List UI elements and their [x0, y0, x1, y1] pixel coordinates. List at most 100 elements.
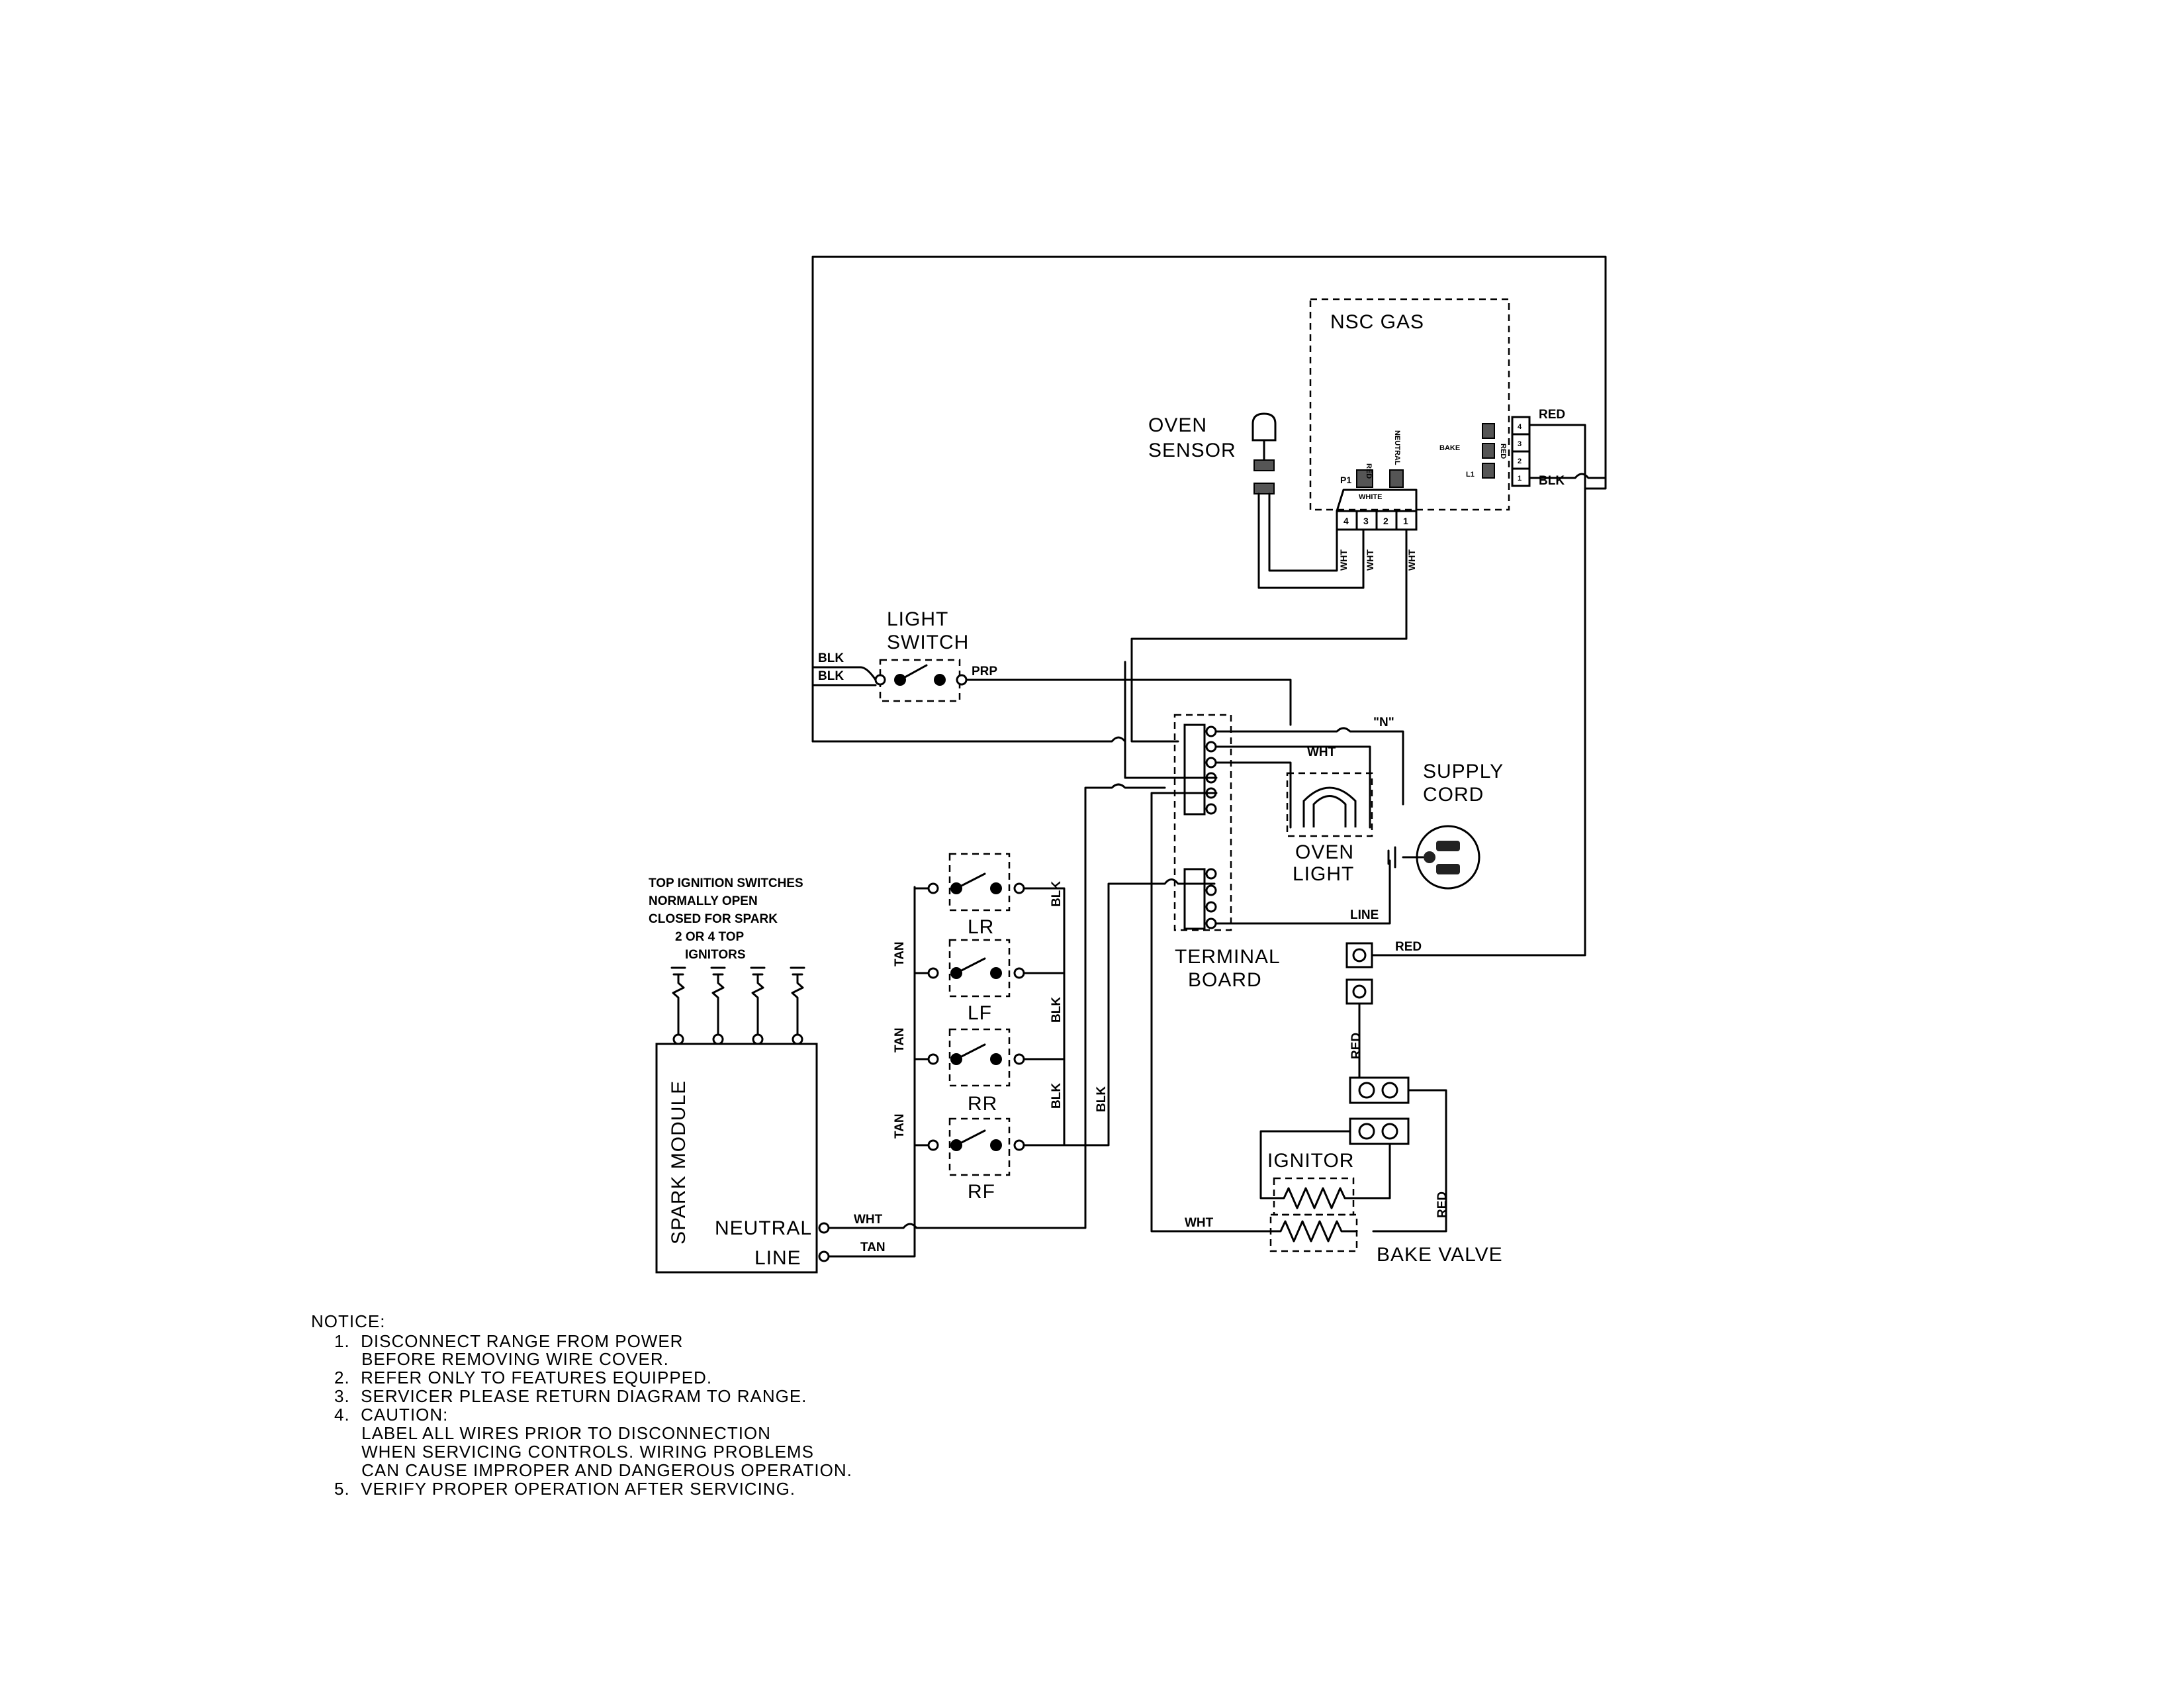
tan-label-1: TAN — [893, 941, 907, 966]
wht-pin3-label: WHT — [1365, 549, 1375, 571]
rpin-4: 4 — [1518, 423, 1522, 431]
right-connector: L1 BAKE RED 4 3 2 1 — [1439, 416, 1531, 487]
supply-cord: SUPPLY CORD — [1387, 761, 1504, 890]
line-wire-label: LINE — [1350, 908, 1379, 922]
oven-sensor-bulb — [1251, 412, 1277, 442]
p1-neutral-text: NEUTRAL — [1393, 430, 1401, 465]
blk-bus-3 — [1023, 1058, 1066, 1147]
notice-line-8: CAN CAUSE IMPROPER AND DANGEROUS OPERATI… — [334, 1460, 852, 1480]
sensor-wire-2 — [1257, 492, 1365, 589]
blk-label-2: BLK — [818, 669, 844, 683]
supply-cord-label-1: SUPPLY — [1423, 761, 1504, 782]
spark-module-label: SPARK MODULE — [668, 1080, 690, 1244]
pin-3: 3 — [1363, 516, 1369, 526]
red-label-bake: RED — [1435, 1192, 1449, 1218]
ignitor-label: IGNITOR — [1267, 1150, 1354, 1172]
ign-note-4: 2 OR 4 TOP — [675, 930, 745, 944]
notice-title: NOTICE: — [311, 1311, 385, 1331]
supply-cord-label-2: CORD — [1423, 784, 1484, 806]
switch-rr-label: RR — [968, 1093, 997, 1115]
top-ignitors — [670, 966, 805, 1045]
notice-line-3: 2. REFER ONLY TO FEATURES EQUIPPED. — [334, 1368, 712, 1387]
red-main-wire — [1371, 487, 1586, 957]
red-label-vertical: RED — [1349, 1033, 1363, 1059]
oven-sensor-label-2: SENSOR — [1148, 440, 1236, 461]
oven-light-label-2: LIGHT — [1293, 863, 1354, 885]
oven-sensor: OVEN SENSOR — [1148, 412, 1277, 494]
blk-label-1: BLK — [818, 651, 844, 665]
sensor-plug-a — [1253, 459, 1275, 471]
prp-label: PRP — [972, 665, 997, 679]
blk-switch-to-terminal — [1063, 878, 1216, 1147]
light-switch-label-1: LIGHT — [887, 608, 948, 630]
oven-light-wire-2 — [1215, 761, 1292, 829]
switch-lr: LR — [927, 853, 1025, 938]
ignitor-2 — [710, 966, 726, 1045]
ignitor-3 — [750, 966, 766, 1045]
terminal-board-label-1: TERMINAL — [1175, 946, 1281, 968]
n-wire — [1215, 727, 1404, 806]
notice: NOTICE: 1. DISCONNECT RANGE FROM POWER B… — [311, 1311, 852, 1499]
p1-label: P1 — [1340, 475, 1351, 485]
red-label-upper: RED — [1395, 940, 1422, 954]
blk-light-wire-1 — [811, 666, 877, 681]
notice-line-9: 5. VERIFY PROPER OPERATION AFTER SERVICI… — [334, 1479, 796, 1499]
sensor-plug-b — [1253, 483, 1275, 494]
notice-line-4: 3. SERVICER PLEASE RETURN DIAGRAM TO RAN… — [334, 1386, 807, 1406]
wht-spark-label: WHT — [854, 1213, 883, 1227]
ignitor: IGNITOR — [1267, 1150, 1355, 1216]
wht-spark-wire — [827, 783, 1166, 1229]
spark-neutral-label: NEUTRAL — [715, 1217, 812, 1239]
tan-bus-2 — [913, 972, 930, 1060]
light-switch-label-2: SWITCH — [887, 632, 969, 653]
blk-wire-label-right: BLK — [1539, 474, 1565, 488]
blk-right-wire — [1528, 473, 1607, 479]
wht-light-label: WHT — [1307, 745, 1336, 759]
terminal-to-blk-wire — [1124, 661, 1218, 779]
blk-sw-label-1: BLK — [1050, 881, 1064, 907]
ign-note-5: IGNITORS — [685, 948, 746, 962]
wht-bake-label: WHT — [1185, 1216, 1214, 1230]
nsc-gas-control: NSC GAS P1 RED NEUTRAL WHITE 4 3 2 1 L1 — [1309, 298, 1607, 531]
white-label: WHITE — [1359, 493, 1382, 501]
oven-light-bulb — [1302, 786, 1357, 827]
red-bake-wire — [1372, 1089, 1447, 1233]
ign-note-2: NORMALLY OPEN — [649, 894, 758, 908]
tan-label-2: TAN — [893, 1027, 907, 1053]
top-ignition-note: TOP IGNITION SWITCHES NORMALLY OPEN CLOS… — [649, 876, 803, 962]
notice-line-1: 1. DISCONNECT RANGE FROM POWER — [334, 1331, 683, 1351]
ignitor-left-wire — [1259, 1130, 1351, 1199]
tan-label-3: TAN — [893, 1113, 907, 1139]
terminal-board-label-2: BOARD — [1188, 969, 1262, 991]
oven-light-filament — [1312, 795, 1347, 827]
switch-lf: LF — [927, 939, 1025, 1024]
pin-2: 2 — [1383, 516, 1388, 526]
wht-pin1-label: WHT — [1406, 549, 1417, 571]
tan-bus-1 — [913, 887, 930, 974]
wht-bake-wire — [1150, 792, 1259, 1233]
nsc-gas-outline — [1309, 298, 1510, 511]
blk-sw-label-3: BLK — [1050, 1083, 1064, 1109]
tan-bus-3 — [913, 1058, 930, 1147]
p1-block-b — [1389, 469, 1404, 488]
bake-valve: BAKE VALVE — [1256, 1213, 1502, 1266]
line-wire — [1215, 859, 1391, 925]
oven-sensor-label-1: OVEN — [1148, 414, 1207, 436]
ignition-switches: LR LF RR RF — [927, 853, 1025, 1203]
notice-line-5: 4. CAUTION: — [334, 1405, 448, 1425]
ign-note-3: CLOSED FOR SPARK — [649, 912, 778, 926]
wht-light-wire — [1215, 745, 1371, 829]
rpin-1: 1 — [1518, 475, 1522, 483]
light-switch-outline — [879, 659, 961, 702]
switch-lf-label: LF — [968, 1002, 992, 1024]
notice-line-2: BEFORE REMOVING WIRE COVER. — [334, 1349, 669, 1369]
oven-light-label-1: OVEN — [1295, 841, 1354, 863]
oven-light: OVEN LIGHT — [1286, 772, 1373, 885]
terminal-board: TERMINAL BOARD — [1173, 714, 1281, 991]
l1-label: L1 — [1466, 471, 1475, 479]
p1-connector: P1 RED NEUTRAL WHITE 4 3 2 1 — [1336, 430, 1418, 531]
prp-wire — [965, 679, 1292, 726]
pin1-to-terminal-wire — [1130, 528, 1408, 743]
rpin-3: 3 — [1518, 440, 1522, 448]
